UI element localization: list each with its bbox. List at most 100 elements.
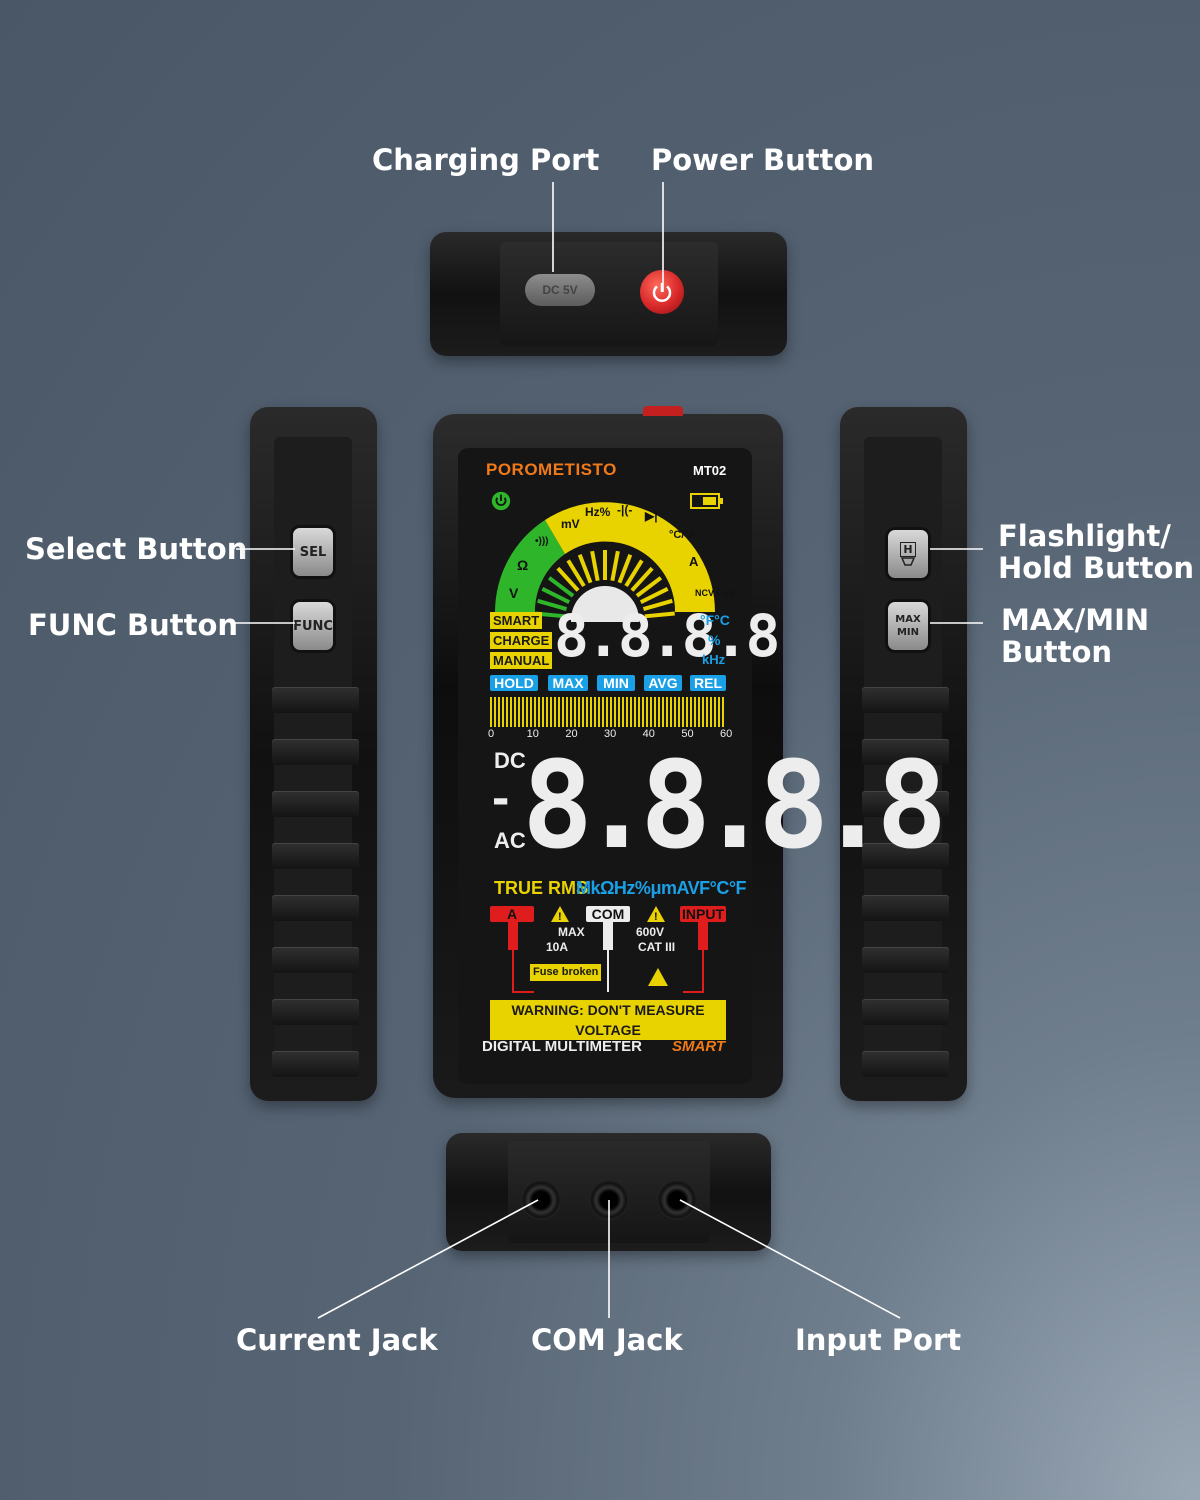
com-jack[interactable] [589,1180,629,1220]
dial-ray [617,554,633,584]
power-button[interactable] [640,270,684,314]
bargraph-tick-label: 20 [565,728,578,740]
ac-indicator: AC [494,828,526,853]
dial-ray [644,611,675,619]
bargraph-scale: 0 10 20 30 40 50 60 [488,728,732,742]
top-view: DC 5V [430,232,787,356]
battery-icon [690,493,723,509]
sub-display-digits: 8.8.8.8 [554,602,780,670]
func-tag-rel: REL [690,675,726,691]
dial-label-amp: A [689,554,699,569]
fuse-broken-tag: Fuse broken [530,964,602,981]
dial-ray [610,550,620,582]
bargraph-tick-label: 50 [681,728,694,740]
flashlight-icon [900,556,916,566]
grip-rib [862,843,949,869]
grip-rib [862,999,949,1025]
max-min-button-label: MAX/MIN Button [1001,603,1150,669]
hold-button-label: H [900,541,916,557]
func-tag-min: MIN [597,675,635,691]
unit-string: MkΩHz%μmAVF°C°F [576,878,747,898]
func-tag-hold: HOLD [490,675,538,691]
brand-name: POROMETISTO [486,460,617,479]
input-port-jack[interactable] [657,1180,697,1220]
svg-text:!: ! [558,911,562,923]
func-button[interactable]: FUNC [290,599,336,653]
dial-ray [556,566,580,592]
min-label: MIN [896,627,920,638]
max-current-value: 10A [546,940,569,954]
grip-rib [272,791,359,817]
test-leads-diagram [508,922,708,993]
dial-label-ohm: Ω [517,557,528,573]
warning-icon: ! [551,906,569,923]
input-port-label: Input Port [795,1323,962,1357]
bargraph-tick-label: 10 [526,728,539,740]
grip-rib [862,739,949,765]
dial-ray [639,587,669,604]
dial-ray [537,598,568,611]
flashlight-hold-button[interactable]: H [885,527,931,581]
dial-ray [577,554,593,584]
dial-ray [566,559,586,588]
bargraph [490,697,726,727]
grip-rib [862,895,949,921]
model-number: MT02 [693,463,727,478]
mode-tag-smart: SMART [490,612,543,629]
dial-label-mv: mV [561,517,580,531]
terminal-com-tag: COM [586,906,630,922]
terminal-a-tag: A [490,906,534,922]
max-label: MAX [895,614,921,625]
dial-ray [635,576,663,598]
grip-rib [272,739,359,765]
func-tag-avg: AVG [644,675,682,691]
svg-text:!: ! [654,911,658,923]
sub-unit-khz: kHz [702,652,726,667]
func-button-label: FUNC Button [28,608,239,642]
true-rms-label: TRUE RMS [494,878,588,898]
grip-rib [272,999,359,1025]
flashlight-hold-button-label: Flashlight/ Hold Button [998,519,1195,585]
bottom-view [446,1133,771,1251]
current-jack-label: Current Jack [236,1323,438,1357]
func-tag-max: MAX [548,675,588,691]
grip-rib [862,791,949,817]
charging-port-label: Charging Port [372,143,600,177]
grip-rib [862,1051,949,1077]
voltage-rating: 600V [636,925,665,939]
left-side-view: SEL FUNC [250,407,377,1101]
warning-banner: WARNING: DON'T MEASURE VOLTAGE [490,1000,726,1040]
dial-ray [630,566,654,592]
dial-ray [547,576,575,598]
grip-rib [272,687,359,713]
dial-label-ncv: NCV Live [695,588,735,598]
sub-unit-temp: °F°C [700,612,730,628]
grip-rib [862,947,949,973]
mode-tag-manual: MANUAL [490,652,553,669]
main-display-digits: 8.8.8.8 [522,734,947,876]
dc-indicator: DC [494,748,526,773]
terminal-input-tag: INPUT [680,906,726,922]
max-current-label: MAX [558,925,585,939]
grip-rib [272,1051,359,1077]
com-jack-label: COM Jack [531,1323,683,1357]
current-jack[interactable] [521,1180,561,1220]
right-side-view: H MAX MIN [840,407,967,1101]
max-min-button[interactable]: MAX MIN [885,599,931,653]
smart-label: SMART [672,1038,726,1055]
category-rating: CAT III [638,940,676,954]
grip-rib [272,947,359,973]
product-name: DIGITAL MULTIMETER [482,1038,642,1055]
dial-label-hz: Hz% [585,505,611,519]
top-red-nub [643,406,683,416]
sel-button[interactable]: SEL [290,525,336,579]
bargraph-tick-label: 30 [604,728,617,740]
charging-port[interactable]: DC 5V [525,274,595,306]
dial-ray [642,598,673,611]
bargraph-tick-label: 40 [642,728,655,740]
bargraph-tick-label: 0 [488,728,495,740]
sub-unit-percent: % [708,632,721,648]
dial-label-v: V [509,585,519,601]
bargraph-tick-label: 60 [720,728,733,740]
charging-port-text: DC 5V [542,283,578,297]
